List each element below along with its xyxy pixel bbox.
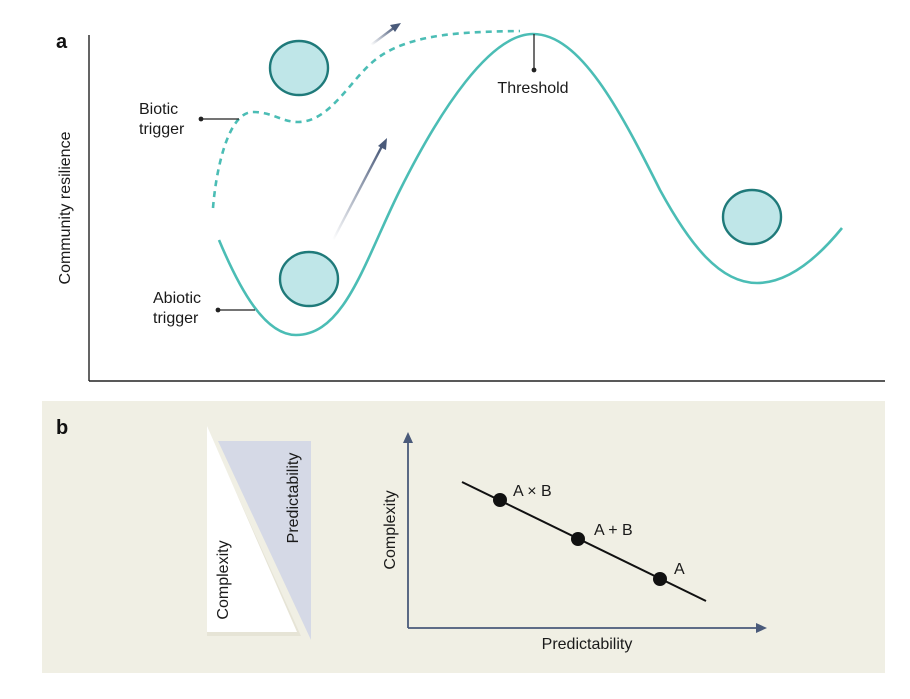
threshold-label: Threshold bbox=[497, 80, 568, 97]
y-axis-label: Community resilience bbox=[57, 131, 74, 284]
complexity-wedge bbox=[207, 426, 297, 632]
point-a bbox=[653, 572, 667, 586]
abiotic-trigger-line-2: trigger bbox=[153, 310, 199, 327]
triangle-predictability-label: Predictability bbox=[285, 453, 302, 544]
b-x-axis-label: Predictability bbox=[542, 636, 633, 653]
threshold-dot bbox=[531, 67, 537, 73]
panel-b: b Complexity Predictability Predictabili… bbox=[42, 401, 885, 673]
point-a-times-b bbox=[493, 493, 507, 507]
panel-a: a Community resilience Threshold Biotic … bbox=[56, 23, 885, 382]
point-a-plus-b bbox=[571, 532, 585, 546]
b-x-axis-arrowhead bbox=[756, 623, 767, 633]
abiotic-trigger-dot bbox=[215, 307, 221, 313]
abiotic-push-arrowhead bbox=[378, 138, 387, 150]
biotic-push-arrowhead bbox=[390, 23, 401, 32]
point-a-label: A bbox=[674, 561, 685, 578]
biotic-trigger-line-2: trigger bbox=[139, 121, 185, 138]
biotic-landscape-curve bbox=[211, 29, 521, 209]
panel-b-letter: b bbox=[56, 417, 68, 439]
b-y-axis-arrowhead bbox=[403, 432, 413, 443]
point-a-plus-b-label: A + B bbox=[594, 522, 633, 539]
point-a-times-b-label: A × B bbox=[513, 483, 552, 500]
ball-biotic bbox=[268, 39, 330, 97]
biotic-push-arrow bbox=[370, 26, 396, 46]
ball-alternative-state bbox=[721, 188, 783, 246]
panel-a-letter: a bbox=[56, 31, 68, 53]
biotic-trigger-line-1: Biotic bbox=[139, 101, 178, 118]
predictability-wedge bbox=[218, 441, 311, 640]
biotic-trigger-dot bbox=[198, 116, 204, 122]
b-y-axis-label: Complexity bbox=[382, 490, 399, 569]
biotic-trigger-label: Biotic trigger bbox=[139, 101, 185, 138]
abiotic-trigger-label: Abiotic trigger bbox=[153, 290, 205, 327]
ball-abiotic bbox=[278, 250, 340, 308]
abiotic-trigger-line-1: Abiotic bbox=[153, 290, 201, 307]
abiotic-push-arrow bbox=[331, 145, 384, 241]
triangle-complexity-label: Complexity bbox=[215, 540, 232, 619]
panel-b-background bbox=[42, 401, 885, 673]
abiotic-landscape-curve bbox=[217, 32, 844, 337]
